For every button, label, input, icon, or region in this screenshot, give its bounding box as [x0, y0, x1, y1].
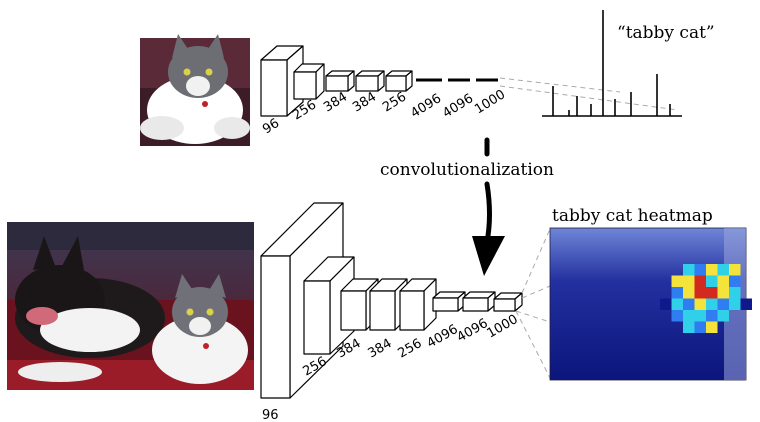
heatmap-cell	[729, 264, 741, 276]
bottom-label-4096a: 4096	[425, 322, 461, 352]
top-label-384a: 384	[321, 90, 350, 116]
heatmap-cell	[671, 287, 683, 299]
bottom-layer-fc8	[493, 292, 523, 312]
heatmap-cell	[717, 264, 729, 276]
bottom-layer-conv2	[303, 256, 355, 355]
top-network	[260, 45, 413, 117]
heatmap-cell	[660, 298, 672, 310]
heatmap-cell	[706, 298, 718, 310]
heatmap	[549, 227, 752, 381]
heatmap-cell	[694, 321, 706, 333]
bottom-layer-conv5	[399, 278, 437, 331]
class-score-plot	[542, 10, 682, 117]
heatmap-cell	[706, 310, 718, 322]
top-layer-conv5	[385, 70, 413, 92]
heatmap-cell	[683, 275, 695, 287]
heatmap-cell	[671, 310, 683, 322]
tabby-cat-label: “tabby cat”	[617, 23, 715, 43]
heatmap-cell	[706, 321, 718, 333]
top-label-4096a: 4096	[408, 91, 444, 121]
heatmap-cell	[683, 310, 695, 322]
bottom-projection-lines	[515, 228, 551, 379]
top-label-256b: 256	[380, 90, 409, 116]
top-layer-conv4	[355, 70, 385, 92]
heatmap-cell	[717, 287, 729, 299]
heatmap-cell	[694, 310, 706, 322]
top-layer-conv3	[325, 70, 355, 92]
top-projection-lines	[499, 77, 679, 111]
heatmap-cell	[694, 275, 706, 287]
heatmap-cell	[706, 275, 718, 287]
bottom-layer-fc7	[462, 291, 496, 312]
top-label-1000: 1000	[472, 87, 508, 117]
dog-and-cat-photo	[7, 222, 254, 390]
cat-photo	[140, 34, 250, 146]
down-arrow	[472, 137, 505, 276]
heatmap-cell	[683, 298, 695, 310]
top-layer-conv2	[293, 63, 325, 100]
convolutionalization-label: convolutionalization	[380, 160, 554, 180]
heatmap-cell	[671, 275, 683, 287]
heatmap-cell	[706, 287, 718, 299]
bottom-label-256b: 256	[396, 336, 425, 361]
heatmap-cell	[683, 264, 695, 276]
bottom-label-96: 96	[262, 408, 279, 422]
heatmap-cell	[729, 287, 741, 299]
bottom-label-1000: 1000	[485, 312, 521, 342]
heatmap-cell	[694, 287, 706, 299]
heatmap-cell	[717, 298, 729, 310]
bottom-layer-fc6	[432, 291, 466, 312]
heatmap-cell	[729, 298, 741, 310]
heatmap-cell	[740, 298, 752, 310]
heatmap-cell	[671, 298, 683, 310]
heatmap-cell	[717, 275, 729, 287]
heatmap-cells	[660, 264, 752, 333]
heatmap-cell	[729, 275, 741, 287]
heatmap-cell	[694, 298, 706, 310]
heatmap-cell	[683, 287, 695, 299]
top-label-96: 96	[260, 116, 282, 137]
top-label-4096b: 4096	[440, 91, 476, 121]
heatmap-cell	[683, 321, 695, 333]
heatmap-cell	[717, 310, 729, 322]
top-label-384b: 384	[350, 90, 379, 116]
bottom-label-384b: 384	[366, 336, 395, 361]
heatmap-cell	[694, 264, 706, 276]
heatmap-title: tabby cat heatmap	[552, 206, 713, 226]
bottom-network	[260, 202, 523, 399]
heatmap-cell	[706, 264, 718, 276]
